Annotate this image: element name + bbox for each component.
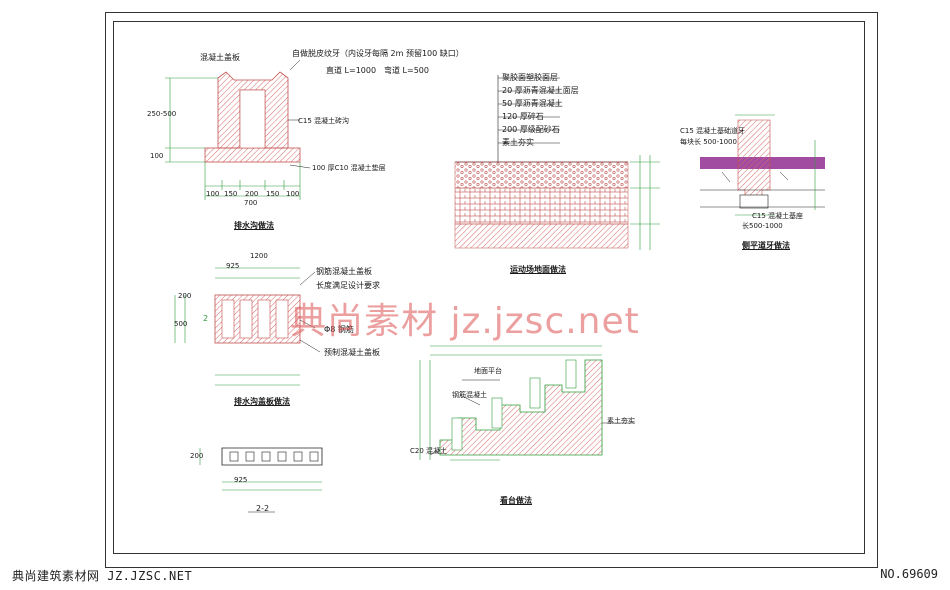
steps-concrete-label: C20 混凝土 (410, 447, 448, 455)
trench-dim-4: 150 (266, 190, 280, 198)
pavement-layer-6: 素土夯实 (502, 138, 534, 147)
trench-dim-total: 700 (244, 199, 258, 207)
trench-section-drawing (165, 59, 311, 200)
curb-foundation-label: C15 混凝土基座 (752, 212, 804, 220)
pavement-section-drawing (454, 75, 660, 250)
trench-curb-stone-label: 自做脱皮纹牙（内设牙每隔 2m 预留100 缺口） (292, 49, 464, 58)
curb-detail-title: 侧平道牙做法 (742, 241, 790, 250)
curb-base-label: C15 混凝土基础道牙 (680, 127, 746, 135)
steps-section-title: 看台做法 (500, 496, 532, 505)
grate-plan-title: 排水沟盖板做法 (234, 397, 290, 406)
trench-height-dim: 250-500 (147, 110, 177, 118)
steps-section-drawing (419, 345, 635, 461)
trench-dim-1: 100 (206, 190, 220, 198)
watermark-text: 典尚素材 jz.jzsc.net (290, 301, 640, 342)
grate-section-mark: 2 (203, 314, 209, 323)
pavement-layer-5: 200 厚级配砂石 (502, 125, 560, 134)
trench-cover-plate-label: 混凝土盖板 (200, 53, 240, 62)
grate-dim-height: 500 (174, 320, 188, 328)
trench-straight-length: 直道 L=1000 (326, 66, 377, 75)
grate-plan-drawing (174, 267, 321, 386)
steps-soil-label: 素土夯实 (607, 417, 635, 425)
pavement-layer-2: 20 厚沥青混凝土面层 (502, 86, 579, 95)
pavement-layer-3: 50 厚沥青混凝土 (502, 99, 563, 108)
grate-rebar-cover-label: 钢筋混凝土盖板 (316, 267, 372, 276)
curb-foundation-length: 长500-1000 (742, 222, 783, 230)
grate-length-label: 长度满足设计要求 (316, 281, 380, 290)
drawing-sheet-frame (105, 12, 878, 568)
footer-id-number: NO.69609 (880, 567, 938, 581)
footer-site-name: 典尚建筑素材网 JZ.JZSC.NET (12, 569, 193, 583)
trench-dim-2: 150 (224, 190, 238, 198)
steps-rc-label: 钢筋混凝土 (452, 391, 487, 399)
trench-base-layer-label: 100 厚C10 混凝土垫层 (312, 164, 386, 172)
grate-dim-segment: 925 (226, 262, 240, 270)
curb-detail-drawing (700, 114, 825, 216)
section-22-dim-1: 925 (234, 476, 248, 484)
pavement-layer-4: 120 厚碎石 (502, 112, 544, 121)
drawing-inner-frame (113, 21, 865, 554)
section-22-dim-2: 200 (190, 452, 204, 460)
trench-dim-3: 200 (245, 190, 259, 198)
trench-section-title: 排水沟做法 (234, 221, 274, 230)
curb-length-label: 每块长 500-1000 (680, 138, 737, 146)
grate-precast-label: 预制混凝土盖板 (324, 348, 380, 357)
trench-base-height-dim: 100 (150, 152, 164, 160)
trench-curve-length: 弯道 L=500 (384, 66, 429, 75)
pavement-layer-1: 聚胶面塑胶面层 (502, 73, 558, 82)
section-2-2-drawing (199, 447, 323, 513)
grate-dim-total: 1200 (250, 252, 268, 260)
section-22-title: 2-2 (256, 504, 270, 513)
grate-dim-width: 200 (178, 292, 192, 300)
grate-rebar-label: Φ8 钢筋 (324, 325, 354, 334)
pavement-section-title: 运动场地面做法 (510, 265, 566, 274)
trench-dim-5: 100 (286, 190, 300, 198)
trench-channel-wall-label: C15 混凝土砖沟 (298, 117, 350, 125)
steps-platform-label: 地面平台 (474, 367, 502, 375)
